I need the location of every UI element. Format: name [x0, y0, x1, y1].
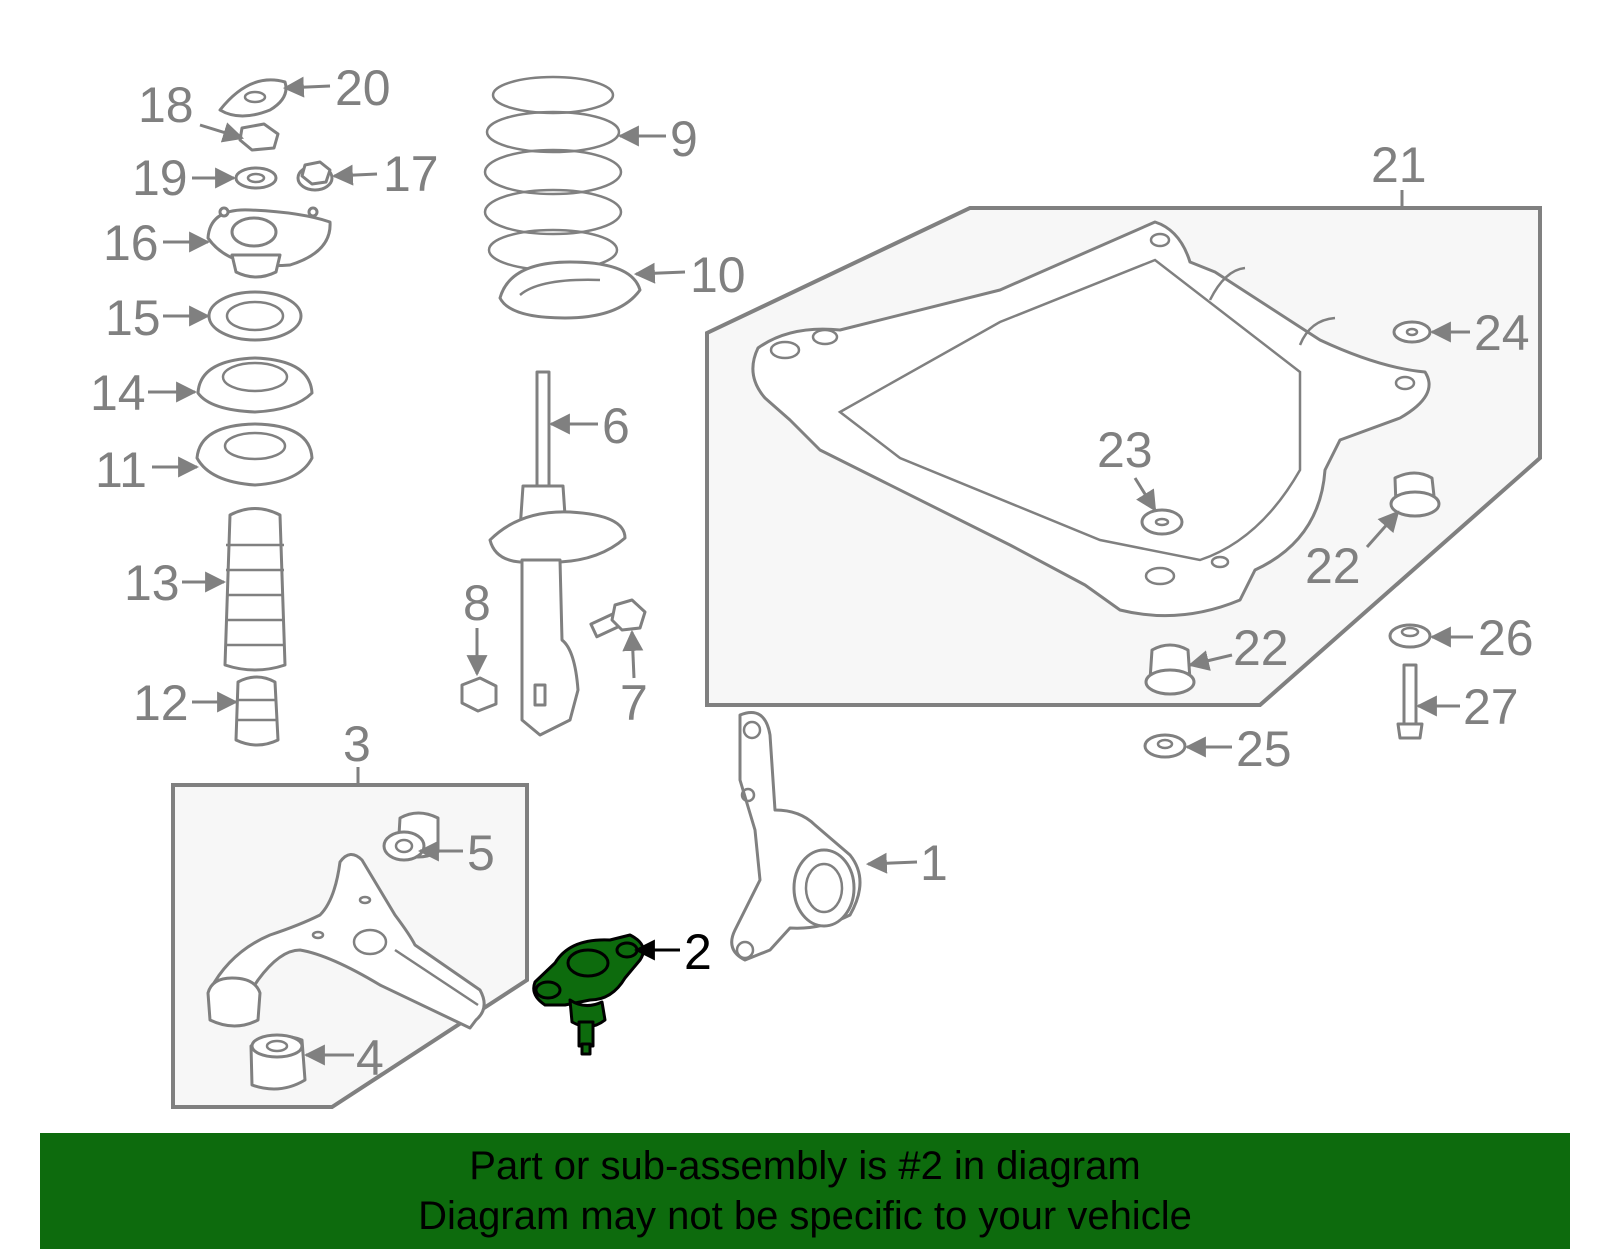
- arrow-7: [622, 629, 644, 679]
- label-27: 27: [1463, 679, 1519, 735]
- label-7: 7: [620, 675, 648, 731]
- part-22-bushing-lower-shape: [1144, 643, 1196, 696]
- label-19: 19: [132, 150, 188, 206]
- part-20-cap-shape: [218, 78, 288, 118]
- label-12: 12: [133, 675, 189, 731]
- label-10: 10: [690, 247, 746, 303]
- label-14: 14: [90, 365, 146, 421]
- label-20: 20: [335, 60, 391, 116]
- part-13-dust-boot-shape: [223, 507, 287, 672]
- part-6-strut-assembly-shape: [488, 370, 627, 737]
- label-15: 15: [105, 290, 161, 346]
- part-12-bump-stop-shape: [234, 675, 280, 747]
- part-4-bushing-shape: [249, 1033, 307, 1091]
- label-23: 23: [1097, 422, 1153, 478]
- part-1-steering-knuckle-shape: [730, 711, 862, 962]
- label-3: 3: [343, 716, 371, 772]
- part-27-bolt-shape: [1396, 663, 1424, 740]
- label-24: 24: [1474, 305, 1530, 361]
- part-3-lower-arm-shape: [206, 853, 486, 1030]
- label-16: 16: [103, 215, 159, 271]
- label-9: 9: [670, 111, 698, 167]
- banner-line-1: Part or sub-assembly is #2 in diagram: [469, 1144, 1141, 1188]
- part-25-washer-shape: [1143, 733, 1187, 759]
- arrow-22-right: [1365, 510, 1400, 548]
- part-24-washer-shape: [1392, 320, 1432, 344]
- part-15-bearing-shape: [207, 290, 303, 342]
- part-21-crossmember-shape: [751, 220, 1431, 618]
- part-26-washer-shape: [1388, 623, 1432, 649]
- label-11: 11: [95, 442, 147, 498]
- label-25: 25: [1236, 721, 1292, 777]
- part-22-bushing-right-shape: [1389, 471, 1441, 518]
- part-19-washer-shape: [234, 166, 278, 190]
- part-10-spring-pad-shape: [498, 260, 642, 320]
- label-22-lower: 22: [1233, 620, 1289, 676]
- label-5: 5: [467, 825, 495, 881]
- part-18-nut-shape: [238, 122, 280, 152]
- label-8: 8: [463, 575, 491, 631]
- arrow-20: [282, 76, 331, 98]
- part-17-flange-nut-shape: [296, 160, 334, 192]
- label-17: 17: [383, 146, 439, 202]
- part-14-spring-seat-shape: [196, 356, 314, 414]
- info-banner: Part or sub-assembly is #2 in diagram Di…: [40, 1133, 1570, 1249]
- label-26: 26: [1478, 610, 1534, 666]
- label-13: 13: [124, 555, 180, 611]
- part-2-ball-joint-highlighted: [532, 933, 645, 1056]
- arrow-1: [865, 852, 918, 874]
- label-18: 18: [138, 77, 194, 133]
- banner-line-2: Diagram may not be specific to your vehi…: [418, 1194, 1192, 1238]
- part-9-coil-spring-shape: [483, 75, 623, 272]
- arrow-22-lower: [1187, 650, 1233, 671]
- arrow-17: [331, 164, 378, 186]
- part-8-nut-shape: [460, 676, 498, 713]
- label-6: 6: [602, 398, 630, 454]
- label-22-right: 22: [1305, 538, 1361, 594]
- label-4: 4: [356, 1030, 384, 1086]
- arrow-10: [633, 262, 686, 284]
- arrow-18: [199, 122, 245, 143]
- label-21: 21: [1371, 137, 1427, 193]
- arrow-23: [1133, 477, 1157, 512]
- part-23-washer-shape: [1140, 508, 1184, 536]
- label-2-highlighted: 2: [684, 924, 712, 980]
- part-7-bolt-shape: [589, 598, 647, 639]
- part-11-spring-pad-shape: [195, 422, 314, 487]
- part-16-strut-mount-shape: [206, 206, 332, 279]
- label-1: 1: [920, 835, 948, 891]
